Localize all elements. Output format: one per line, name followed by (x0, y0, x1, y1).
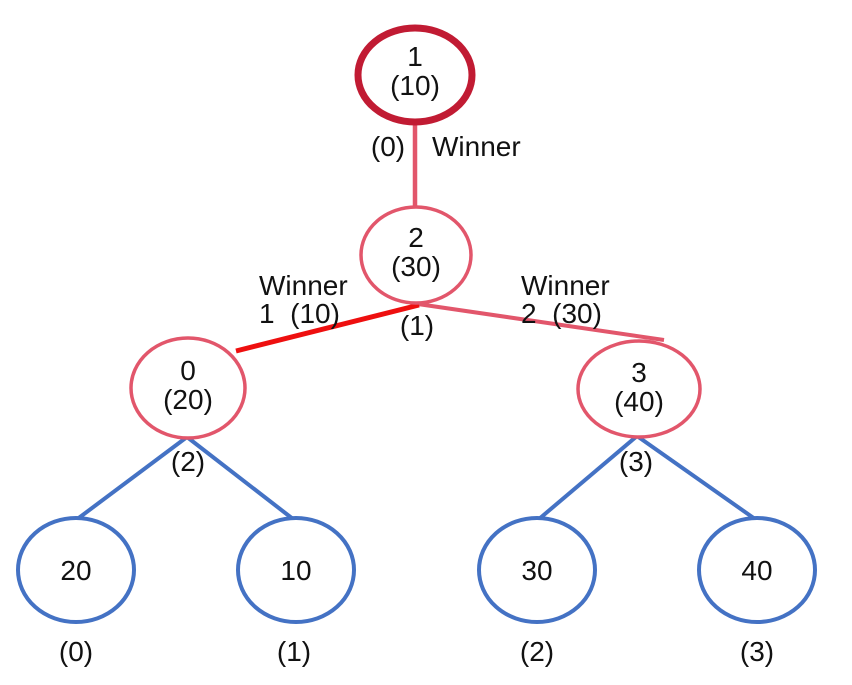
leaf1-circle (236, 516, 356, 624)
leaf0-index-label: (0) (59, 636, 93, 667)
node3-position-label: (3) (619, 446, 653, 477)
root-node-circle (354, 24, 476, 126)
right-winner-label-line2: 2 (30) (521, 298, 602, 329)
leaf2-index-label: (2) (520, 636, 554, 667)
node2-value: (30) (391, 251, 441, 282)
tree-edges (74, 121, 757, 522)
edge-node3-to-leaf3 (635, 434, 757, 521)
node3-circle (576, 339, 702, 439)
left-winner-label-line2: 1 (10) (259, 298, 340, 329)
tree-nodes (16, 24, 817, 624)
root-node-value: (10) (390, 70, 440, 101)
node2-id: 2 (408, 222, 424, 253)
leaf3-value: 40 (741, 555, 772, 586)
node-texts: 1 (10) 2 (30) 0 (20) 3 (40) 20 10 30 40 (60, 41, 772, 586)
edge-node2-to-node3 (410, 301, 665, 342)
edge-node3-to-leaf2 (537, 434, 639, 521)
root-node-id: 1 (407, 41, 423, 72)
node0-value: (20) (163, 384, 213, 415)
node0-circle (129, 336, 247, 440)
edge-node2-to-node0-winner (235, 302, 420, 354)
node0-id: 0 (180, 355, 196, 386)
root-winner-label: Winner (432, 131, 521, 162)
node2-position-label: (1) (400, 310, 434, 341)
leaf2-circle (477, 516, 597, 624)
node0-position-label: (2) (171, 446, 205, 477)
node2-circle (359, 205, 473, 305)
edge-node0-to-leaf0 (74, 435, 189, 522)
node3-id: 3 (631, 357, 647, 388)
node3-value: (40) (614, 386, 664, 417)
right-winner-label-line1: Winner (521, 270, 610, 301)
edge-node0-to-leaf1 (185, 435, 295, 521)
leaf1-index-label: (1) (277, 636, 311, 667)
leaf0-value: 20 (60, 555, 91, 586)
diagram-labels: (0) Winner (1) Winner 1 (10) Winner 2 (3… (59, 131, 774, 667)
root-position-label: (0) (371, 131, 405, 162)
leaf3-index-label: (3) (740, 636, 774, 667)
left-winner-label-line1: Winner (259, 270, 348, 301)
leaf1-value: 10 (280, 555, 311, 586)
leaf0-circle (16, 516, 136, 624)
leaf3-circle (697, 516, 817, 624)
leaf2-value: 30 (521, 555, 552, 586)
